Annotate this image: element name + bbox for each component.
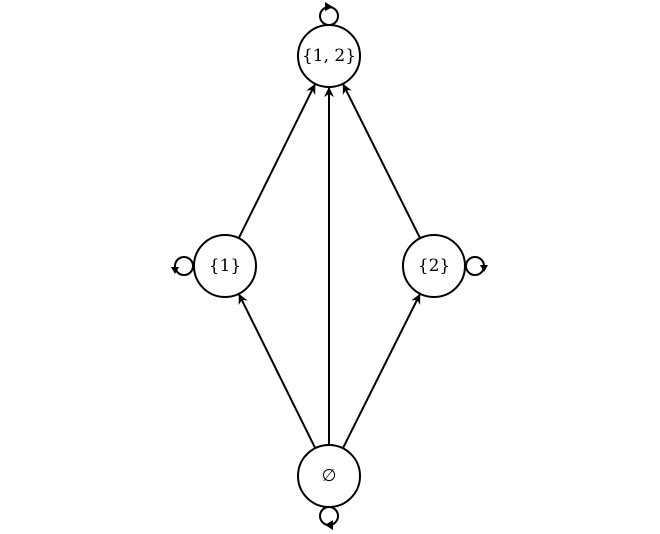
node-circle [297,444,361,508]
edge-n0-to-n1 [238,293,317,449]
self-loop-n12 [319,6,339,26]
edge-n0-to-n2 [341,293,421,449]
self-loop-n1 [174,256,194,276]
node-circle [193,234,257,298]
edge-n2-to-n12 [342,83,422,239]
loop-arrowhead-icon [480,265,488,272]
node-circle [297,24,361,88]
node-label: {2} [418,256,450,276]
node-circle [402,234,466,298]
node-n12: {1, 2} [297,24,361,88]
loop-arrowhead-icon [325,520,333,530]
loop-arrowhead-icon [325,2,333,11]
edge-n1-to-n12 [237,83,316,239]
node-label: {1} [209,256,241,276]
node-n2: {2} [402,234,466,298]
loop-arrowhead-icon [171,267,179,274]
node-label: {1, 2} [302,46,356,66]
node-label: ∅ [322,466,337,486]
self-loop-n0 [319,506,339,526]
node-n1: {1} [193,234,257,298]
node-n0: ∅ [297,444,361,508]
